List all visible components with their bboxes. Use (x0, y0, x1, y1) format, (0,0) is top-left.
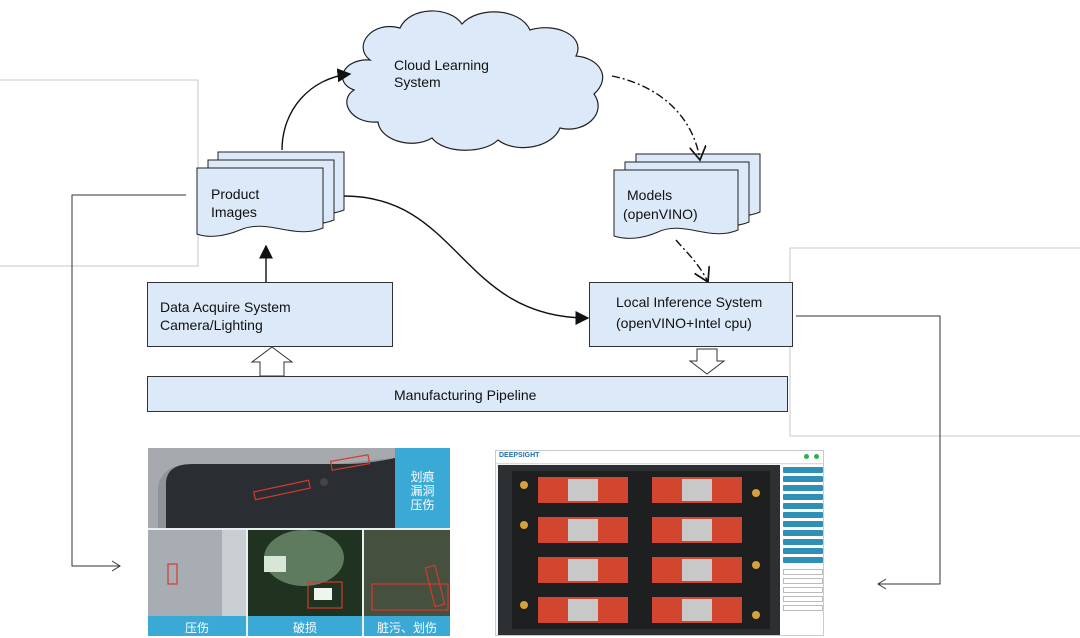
defect-tag-main: 划痕 漏洞 压伤 (410, 470, 435, 512)
hud-menu-button[interactable] (783, 548, 823, 554)
block-arrow-up (250, 346, 294, 377)
hud-info-row (783, 569, 823, 575)
arrow-cloud-to-models (611, 75, 700, 160)
product-label-line1: Product (211, 186, 260, 202)
hud-menu-button[interactable] (783, 539, 823, 545)
hud-menu-button[interactable] (783, 530, 823, 536)
connector-right (796, 315, 941, 585)
block-arrow-down (688, 348, 726, 375)
hud-menu-button[interactable] (783, 521, 823, 527)
cloud-shape (341, 10, 604, 151)
hud-brand: DEEPSIGHT (499, 452, 540, 459)
manufacturing-pipeline-bar: Manufacturing Pipeline (147, 376, 788, 412)
hud-menu-button[interactable] (783, 557, 823, 563)
defect-tag-2: 破损 (292, 621, 317, 635)
cloud-label-line2: System (394, 74, 441, 90)
inspection-hud-window: DEEPSIGHT (495, 450, 824, 636)
hud-side-panel (780, 465, 823, 635)
hud-menu-button[interactable] (783, 485, 823, 491)
hud-titlebar: DEEPSIGHT (496, 451, 823, 464)
hud-menu-button[interactable] (783, 476, 823, 482)
arrow-product-to-inference (343, 195, 590, 325)
product-images-stack (196, 151, 345, 237)
data-acquire-box: Data Acquire System Camera/Lighting (147, 282, 393, 347)
models-label-line2: (openVINO) (623, 206, 698, 222)
connector-left (71, 194, 186, 567)
acquire-label-line1: Data Acquire System (160, 299, 291, 315)
callout-frame-left (0, 79, 199, 267)
hud-menu-button[interactable] (783, 494, 823, 500)
models-label-line1: Models (627, 187, 673, 203)
inference-label-line2: (openVINO+Intel cpu) (616, 315, 752, 331)
cloud-label-line1: Cloud Learning (394, 57, 489, 73)
hud-info-row (783, 578, 823, 584)
pcb-board-image (498, 465, 780, 635)
local-inference-box: Local Inference System (openVINO+Intel c… (589, 282, 793, 347)
models-stack (613, 153, 761, 239)
hud-status-dot-1 (814, 454, 819, 459)
hud-info-row (783, 605, 823, 611)
arrow-models-to-inference (675, 239, 708, 282)
product-label-line2: Images (211, 204, 257, 220)
defect-tag-1: 压伤 (184, 621, 209, 635)
acquire-label-line2: Camera/Lighting (160, 317, 263, 333)
inference-label-line1: Local Inference System (616, 294, 763, 310)
hud-menu-button[interactable] (783, 512, 823, 518)
defect-thumbnail-images (148, 448, 450, 636)
callout-frame-right (789, 247, 1080, 437)
hud-menu-button[interactable] (783, 467, 823, 473)
defect-tag-3: 脏污、划伤 (376, 621, 437, 635)
hud-info-row (783, 596, 823, 602)
hud-status-dot-2 (804, 454, 809, 459)
pipeline-label: Manufacturing Pipeline (394, 387, 537, 403)
arrow-product-to-cloud (281, 68, 352, 151)
hud-menu-button[interactable] (783, 503, 823, 509)
defect-thumbnail-panel: 划痕 漏洞 压伤 压伤 破损 脏污、划伤 (148, 448, 450, 636)
hud-info-row (783, 587, 823, 593)
